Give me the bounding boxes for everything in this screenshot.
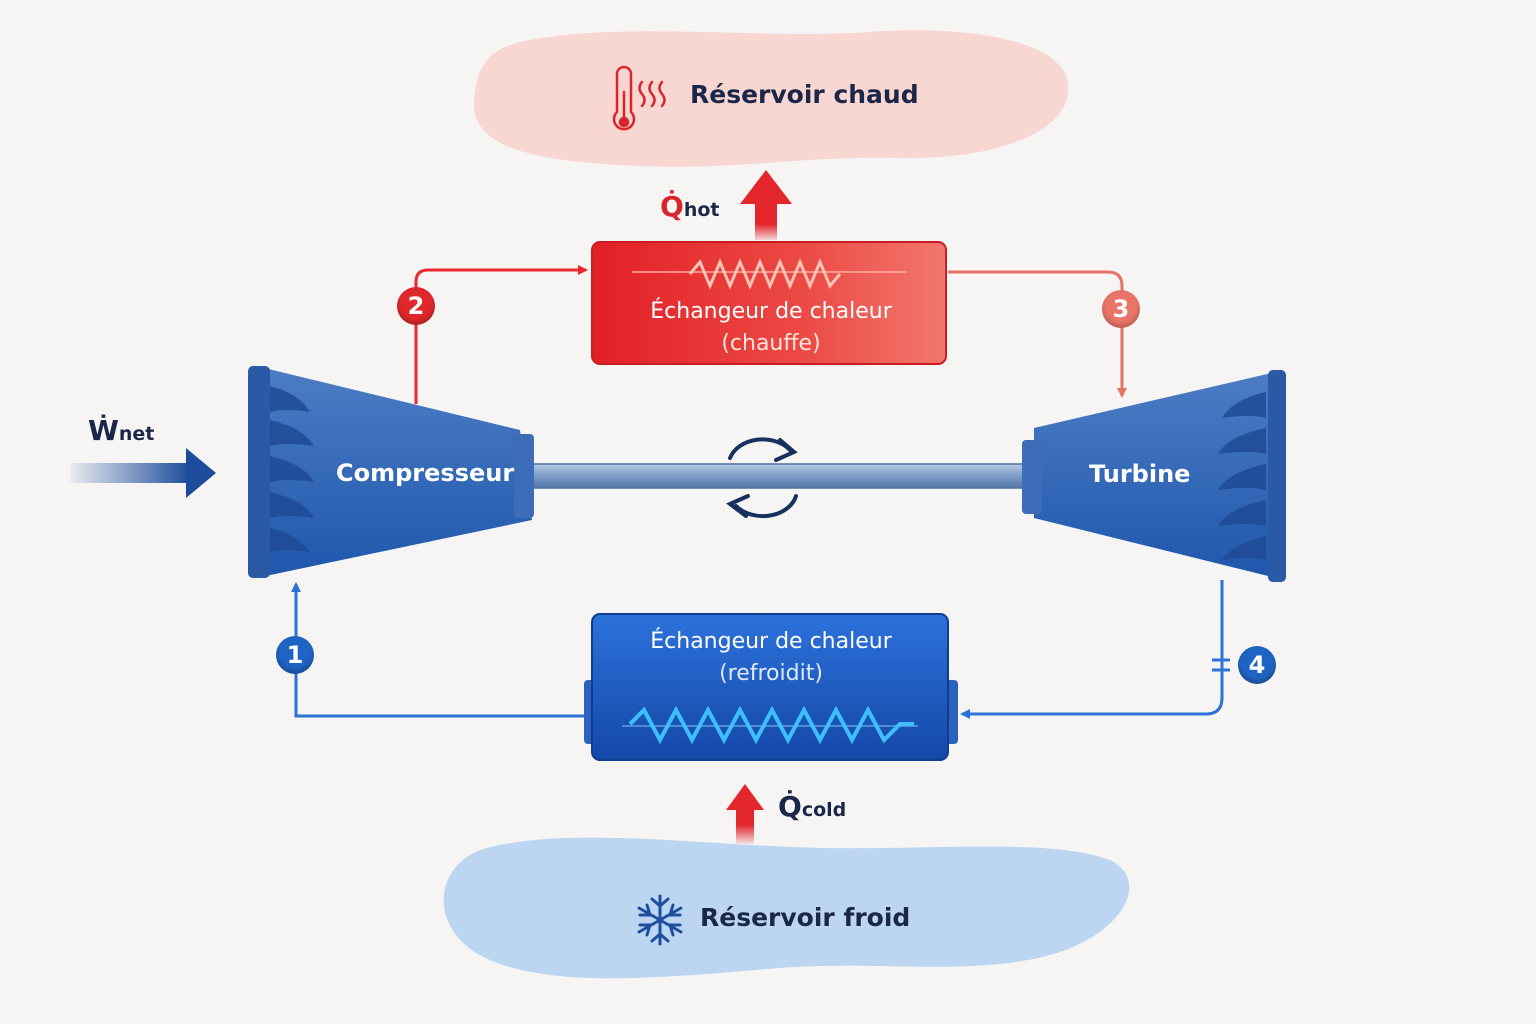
hot-exchanger-subtitle: (chauffe) <box>721 331 821 356</box>
hot-reservoir-label: Réservoir chaud <box>690 80 919 109</box>
cold-heat-exchanger <box>584 613 958 761</box>
thermometer-heat-icon <box>612 65 666 131</box>
state-4-badge: 4 <box>1238 646 1276 684</box>
q-hot-symbol: Q̇ <box>660 190 684 223</box>
w-net-subscript: net <box>118 423 155 445</box>
pipe-state-3 <box>948 270 1127 398</box>
q-cold-label: Q̇cold <box>778 790 846 823</box>
turbine <box>1022 370 1286 582</box>
turbine-label: Turbine <box>1089 460 1191 488</box>
q-cold-arrow <box>726 784 764 844</box>
shaft <box>527 463 1029 489</box>
hot-coil <box>688 258 842 290</box>
compressor-label: Compresseur <box>336 459 515 487</box>
w-net-label: Ẇnet <box>88 414 154 447</box>
w-net-arrow <box>70 448 216 498</box>
cold-exchanger-title: Échangeur de chaleur <box>650 629 892 654</box>
hot-reservoir-blob <box>473 30 1069 167</box>
q-cold-symbol: Q̇ <box>778 790 802 823</box>
q-hot-subscript: hot <box>683 199 720 221</box>
hot-exchanger-title: Échangeur de chaleur <box>650 299 892 324</box>
snowflake-icon <box>637 894 683 946</box>
cold-reservoir-label: Réservoir froid <box>700 903 911 932</box>
hot-heat-exchanger <box>591 241 947 365</box>
pipe-state-4 <box>960 580 1224 719</box>
compressor <box>248 366 534 578</box>
rotation-arrows-icon <box>726 437 798 519</box>
state-2-badge: 2 <box>397 287 435 325</box>
w-net-symbol: Ẇ <box>88 414 119 447</box>
q-hot-label: Q̇hot <box>660 190 719 223</box>
cold-exchanger-subtitle: (refroidit) <box>719 661 823 686</box>
q-cold-subscript: cold <box>801 799 847 821</box>
state-3-badge: 3 <box>1102 290 1140 328</box>
state-1-badge: 1 <box>276 636 314 674</box>
cold-coil <box>628 705 914 745</box>
pipe-state-2 <box>414 265 588 404</box>
q-hot-arrow <box>740 170 792 240</box>
cold-reservoir-blob <box>443 837 1130 979</box>
pipe-state-1 <box>291 582 584 718</box>
